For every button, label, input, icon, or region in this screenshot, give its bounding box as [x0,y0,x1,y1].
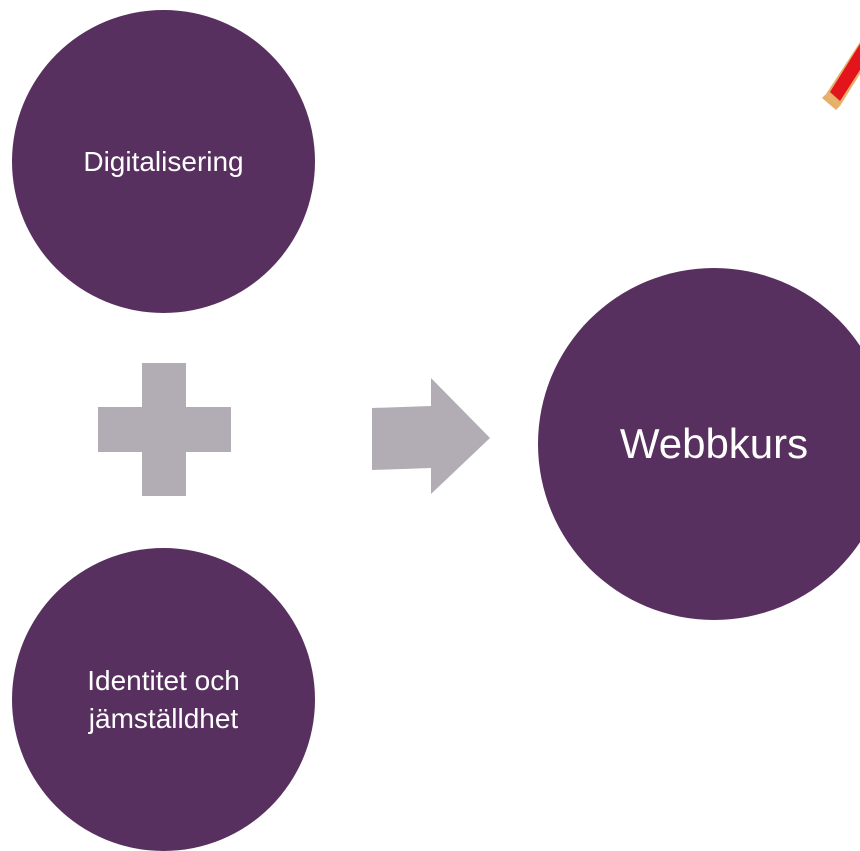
plus-icon [98,363,231,496]
plus-horizontal-bar [98,407,231,452]
output-node-webbkurs: Webbkurs [538,268,860,620]
input-node-digitalisering: Digitalisering [12,10,315,313]
output-node-label: Webbkurs [619,420,809,467]
pen-icon [822,42,860,110]
input-node-label: Identitet och jämställdhet [87,664,240,734]
input-node-identitet: Identitet och jämställdhet [12,548,315,851]
right-arrow-icon [372,378,490,494]
input-node-label: Digitalisering [83,145,244,177]
